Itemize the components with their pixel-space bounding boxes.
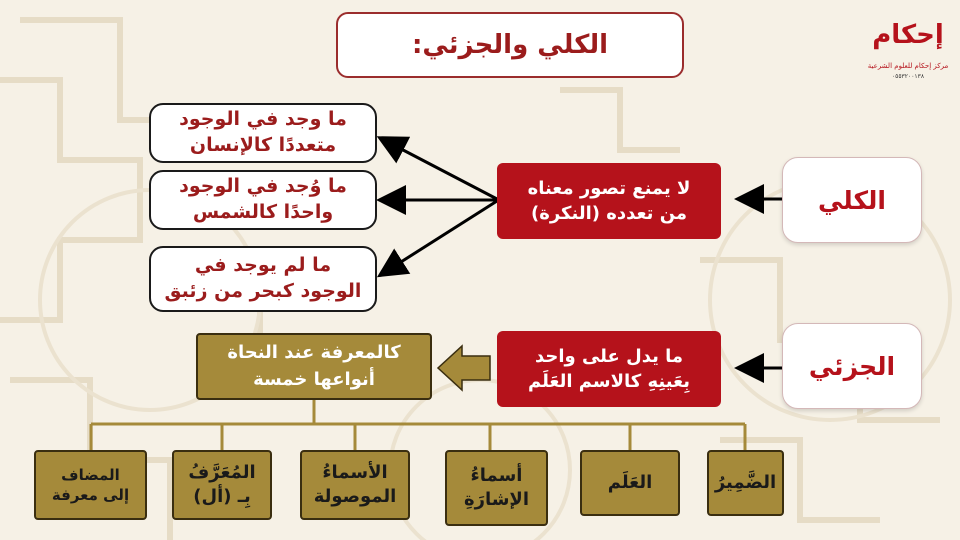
kulli-type-3-line-2: الوجود كبحر من زئبق	[164, 280, 362, 302]
kulli-type-1: ما وجد في الوجود متعددًا كالإنسان	[149, 103, 377, 163]
logo-subtitle: مركز إحكام للعلوم الشرعية	[867, 62, 949, 70]
category-muarraf-line-2: بِـ (أل)	[193, 486, 251, 507]
gold-arrow-to-marifa	[436, 344, 491, 392]
definition-kulli-line-2: من تعدده (النكرة)	[530, 203, 688, 224]
definition-juzi: ما يدل على واحد بِعَينِهِ كالاسم العَلَم	[497, 331, 721, 407]
definition-kulli: لا يمنع تصور معناه من تعدده (النكرة)	[497, 163, 721, 239]
logo-phone: ٠٥٥٣٢٠٠١٣٨	[891, 73, 925, 80]
logo: إحكام مركز إحكام للعلوم الشرعية ٠٥٥٣٢٠٠١…	[862, 18, 954, 88]
kulli-type-1-line-2: متعددًا كالإنسان	[189, 134, 337, 156]
kulli-type-2: ما وُجد في الوجود واحدًا كالشمس	[149, 170, 377, 230]
term-kulli: الكلي	[782, 157, 922, 243]
category-damir: الضَّمِيرُ	[707, 450, 784, 516]
category-mawsula: الأسماءُ الموصولة	[300, 450, 410, 520]
kulli-type-2-line-2: واحدًا كالشمس	[192, 201, 334, 223]
category-muarraf-line-1: المُعَرَّفُ	[188, 461, 256, 483]
definition-kulli-line-1: لا يمنع تصور معناه	[527, 177, 691, 199]
category-ishara-line-1: أسماءُ	[470, 464, 523, 486]
marifa-line-2: أنواعها خمسة	[253, 368, 375, 390]
category-mudaf-line-2: إلى معرفة	[51, 486, 130, 504]
category-mawsula-line-2: الموصولة	[313, 486, 397, 507]
category-muarraf-bial: المُعَرَّفُ بِـ (أل)	[172, 450, 272, 520]
kulli-type-3: ما لم يوجد في الوجود كبحر من زئبق	[149, 246, 377, 312]
definition-juzi-line-1: ما يدل على واحد	[534, 345, 684, 367]
category-alam-label: العَلَم	[607, 471, 653, 493]
kulli-type-3-line-1: ما لم يوجد في	[194, 254, 332, 277]
category-mawsula-line-1: الأسماءُ	[322, 461, 388, 483]
category-ishara: أسماءُ الإشارَةِ	[445, 450, 548, 526]
category-ishara-line-2: الإشارَةِ	[463, 489, 530, 510]
category-mudaf-line-1: المضاف	[61, 465, 120, 484]
page-title: الكلي والجزئي:	[336, 12, 684, 78]
category-damir-label: الضَّمِيرُ	[714, 471, 777, 493]
logo-name: إحكام	[872, 20, 944, 50]
category-tree-lines	[89, 400, 747, 450]
kulli-type-2-line-1: ما وُجد في الوجود	[179, 175, 347, 198]
category-mudaf: المضاف إلى معرفة	[34, 450, 147, 520]
category-alam: العَلَم	[580, 450, 680, 516]
marifa-line-1: كالمعرفة عند النحاة	[227, 342, 401, 364]
marifa-box: كالمعرفة عند النحاة أنواعها خمسة	[196, 333, 432, 400]
arrow-definition-to-type-1	[376, 136, 498, 201]
term-juzi: الجزئي	[782, 323, 922, 409]
definition-juzi-line-2: بِعَينِهِ كالاسم العَلَم	[527, 371, 691, 392]
kulli-type-1-line-1: ما وجد في الوجود	[179, 108, 347, 131]
arrow-definition-to-type-3	[376, 199, 498, 278]
